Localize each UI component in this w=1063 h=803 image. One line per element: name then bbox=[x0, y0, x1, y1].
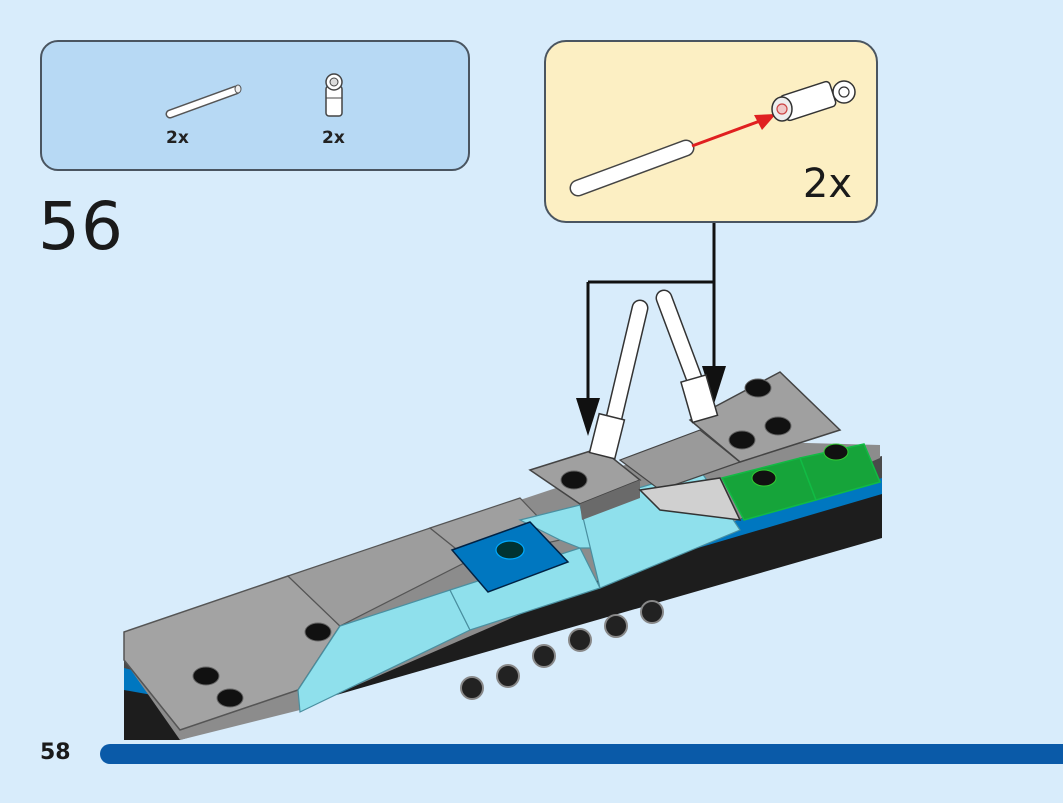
green-plates bbox=[720, 443, 882, 521]
callout-assembly-illustration bbox=[569, 80, 856, 197]
progress-bar bbox=[100, 744, 1063, 764]
installed-axle-right bbox=[655, 289, 719, 424]
parts-list-box: 2x 2x bbox=[40, 40, 470, 171]
sub-assembly-callout: 2x bbox=[544, 40, 878, 223]
connector-icon bbox=[325, 73, 343, 117]
callout-pointer-lines bbox=[586, 223, 716, 410]
step-number: 56 bbox=[38, 188, 124, 265]
callout-connector bbox=[771, 80, 856, 122]
connector-count: 2x bbox=[322, 128, 345, 148]
black-studs bbox=[192, 378, 792, 708]
axle-count: 2x bbox=[166, 128, 189, 148]
technic-holes bbox=[460, 600, 664, 700]
down-arrow-icon bbox=[702, 366, 726, 404]
installed-axle-left bbox=[588, 299, 649, 460]
callout-multiplier: 2x bbox=[802, 161, 852, 207]
axle-icon bbox=[165, 84, 242, 119]
down-arrow-icon bbox=[576, 398, 600, 436]
progress-fill bbox=[100, 744, 1063, 764]
red-arrow-icon bbox=[691, 116, 769, 148]
page-number: 58 bbox=[40, 740, 71, 765]
